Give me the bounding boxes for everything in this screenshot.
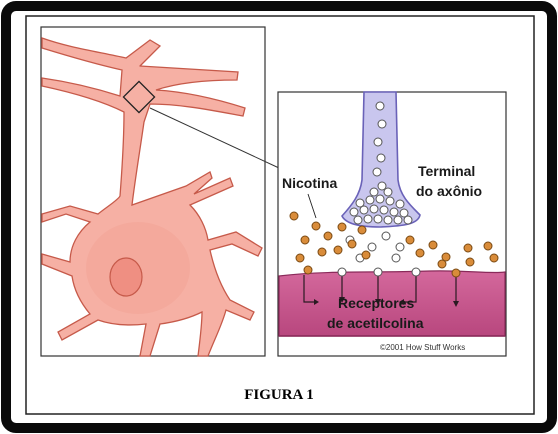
label-receptors-line2: de acetilcolina: [327, 315, 424, 331]
nicotine-molecule: [406, 236, 414, 244]
nicotine-molecule: [438, 260, 446, 268]
acetylcholine-molecule: [374, 268, 382, 276]
acetylcholine-molecule: [374, 215, 382, 223]
acetylcholine-molecule: [338, 268, 346, 276]
nicotine-molecule: [348, 240, 356, 248]
nicotine-molecule: [490, 254, 498, 262]
nicotine-molecule: [358, 226, 366, 234]
acetylcholine-molecule: [350, 208, 358, 216]
nicotine-molecule: [452, 269, 460, 277]
acetylcholine-molecule: [384, 188, 392, 196]
acetylcholine-molecule: [370, 205, 378, 213]
nicotine-molecule: [464, 244, 472, 252]
nicotine-molecule: [301, 236, 309, 244]
acetylcholine-molecule: [354, 216, 362, 224]
label-axon-terminal-line1: Terminal: [418, 163, 475, 179]
nicotine-molecule: [290, 212, 298, 220]
acetylcholine-molecule: [373, 168, 381, 176]
acetylcholine-molecule: [412, 268, 420, 276]
acetylcholine-molecule: [364, 215, 372, 223]
nicotine-molecule: [484, 242, 492, 250]
acetylcholine-molecule: [376, 102, 384, 110]
acetylcholine-molecule: [378, 120, 386, 128]
label-axon-terminal-line2: do axônio: [416, 183, 482, 199]
nicotine-molecule: [324, 232, 332, 240]
acetylcholine-molecule: [386, 197, 394, 205]
nicotine-molecule: [334, 246, 342, 254]
acetylcholine-molecule: [366, 196, 374, 204]
label-receptors-line1: Receptores: [338, 295, 414, 311]
acetylcholine-molecule: [396, 200, 404, 208]
acetylcholine-molecule: [382, 232, 390, 240]
acetylcholine-molecule: [360, 206, 368, 214]
acetylcholine-molecule: [384, 216, 392, 224]
acetylcholine-molecule: [390, 208, 398, 216]
acetylcholine-molecule: [380, 206, 388, 214]
nicotine-molecule: [318, 248, 326, 256]
nicotine-molecule: [466, 258, 474, 266]
nicotine-molecule: [338, 223, 346, 231]
label-nicotine: Nicotina: [282, 175, 337, 191]
acetylcholine-molecule: [404, 216, 412, 224]
acetylcholine-molecule: [368, 243, 376, 251]
acetylcholine-molecule: [378, 182, 386, 190]
nicotine-molecule: [304, 266, 312, 274]
figure-caption: FIGURA 1: [244, 387, 314, 403]
neuron-nucleus: [110, 258, 142, 296]
nicotine-molecule: [296, 254, 304, 262]
acetylcholine-molecule: [376, 195, 384, 203]
acetylcholine-molecule: [392, 254, 400, 262]
acetylcholine-molecule: [374, 138, 382, 146]
acetylcholine-molecule: [377, 154, 385, 162]
nicotine-molecule: [312, 222, 320, 230]
acetylcholine-molecule: [394, 216, 402, 224]
acetylcholine-molecule: [370, 188, 378, 196]
acetylcholine-molecule: [396, 243, 404, 251]
credit-text: ©2001 How Stuff Works: [380, 343, 465, 352]
nicotine-molecule: [362, 251, 370, 259]
nicotine-molecule: [416, 249, 424, 257]
nicotine-molecule: [429, 241, 437, 249]
